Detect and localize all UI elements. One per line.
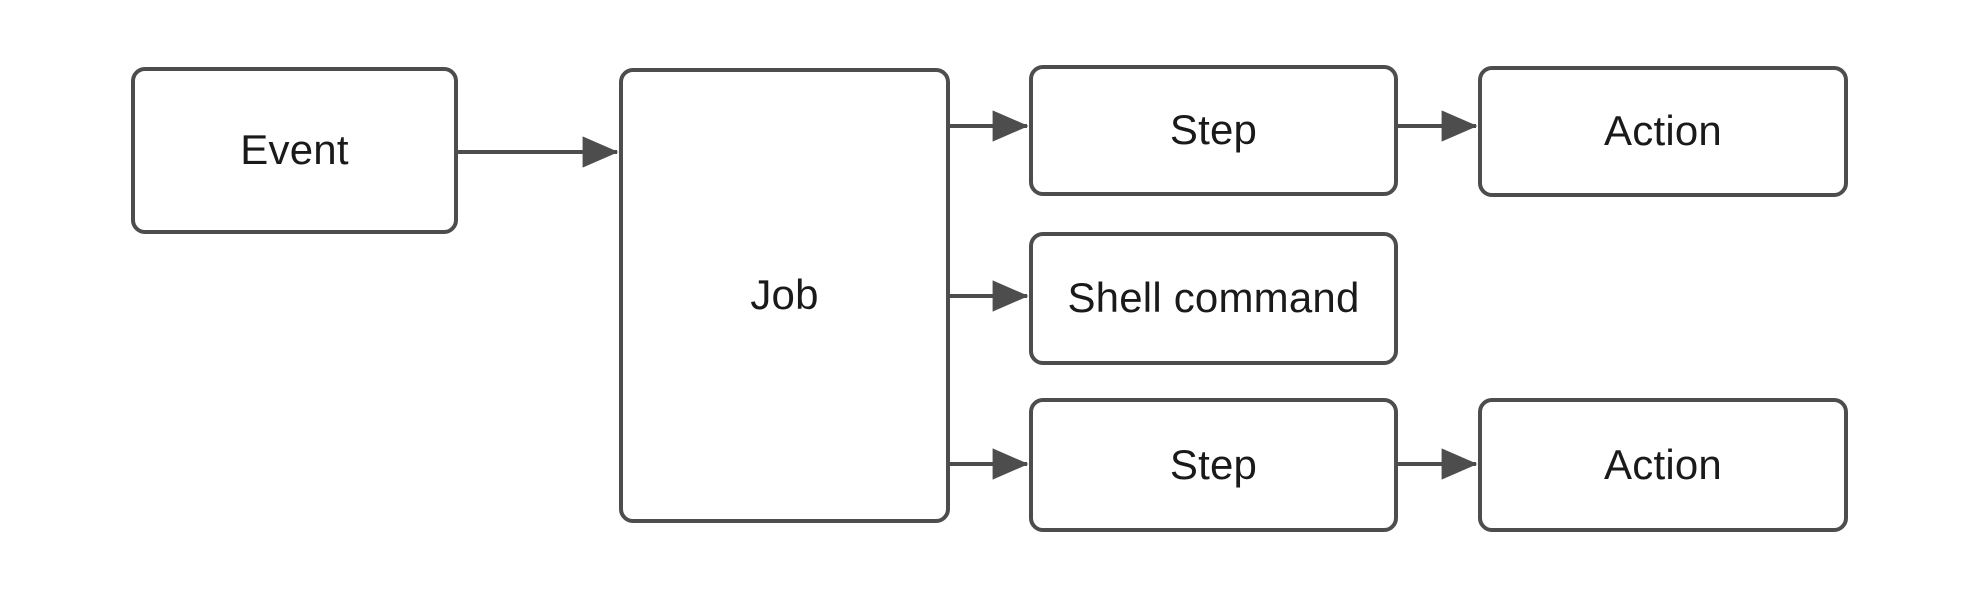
node-shell-command-label: Shell command xyxy=(1067,274,1360,322)
node-job[interactable]: Job xyxy=(619,68,950,523)
node-step-top[interactable]: Step xyxy=(1029,65,1398,196)
node-action-top-label: Action xyxy=(1604,107,1722,155)
node-shell-command[interactable]: Shell command xyxy=(1029,232,1398,365)
node-job-label: Job xyxy=(750,271,819,319)
node-step-bottom[interactable]: Step xyxy=(1029,398,1398,532)
node-action-top[interactable]: Action xyxy=(1478,66,1848,197)
node-step-bottom-label: Step xyxy=(1169,440,1258,488)
node-step-top-label: Step xyxy=(1169,106,1258,154)
node-event-label: Event xyxy=(240,126,349,174)
node-event[interactable]: Event xyxy=(131,67,458,234)
node-action-bottom[interactable]: Action xyxy=(1478,398,1848,532)
node-action-bottom-label: Action xyxy=(1604,440,1722,488)
